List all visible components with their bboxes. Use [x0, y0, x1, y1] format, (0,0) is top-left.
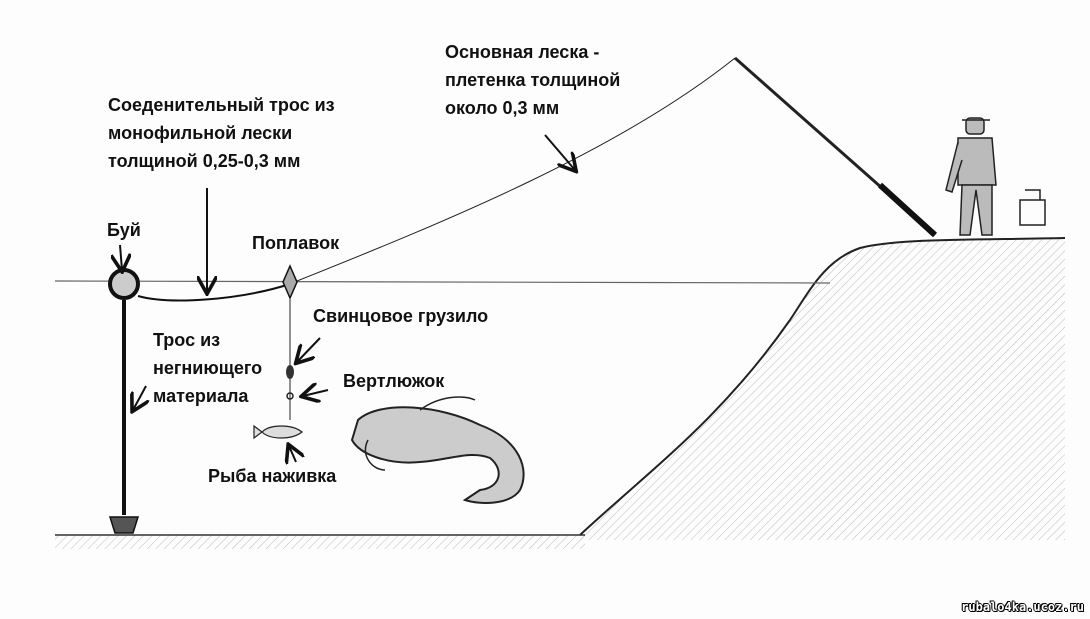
label-line: негниющего — [153, 358, 263, 378]
fisherman — [945, 117, 1046, 236]
leader-line — [137, 283, 291, 302]
label-line: толщиной 0,25-0,3 мм — [108, 151, 301, 171]
buoy-label: Буй — [107, 220, 141, 240]
swivel — [286, 392, 294, 400]
watermark: rubalo4ka.ucoz.ru — [961, 600, 1084, 614]
lake-bottom — [55, 535, 585, 549]
label-line: Основная леска - — [445, 42, 600, 62]
water-surface — [54, 280, 831, 284]
rope-label: Трос из негниющего материала — [153, 326, 262, 410]
label-line: Трос из — [153, 330, 221, 350]
leader-line-label: Соеденительный трос из монофильной лески… — [108, 91, 335, 175]
label-line: Соеденительный трос из — [108, 95, 335, 115]
label-line: около 0,3 мм — [445, 98, 560, 118]
label-line: плетенка толщиной — [445, 70, 621, 90]
main-line — [291, 57, 736, 284]
float-label: Поплавок — [252, 233, 340, 253]
buoy — [108, 268, 140, 300]
shore-outline — [579, 237, 1066, 536]
label-line: материала — [153, 386, 249, 406]
catfish — [350, 406, 525, 504]
sinker-label: Свинцовое грузило — [313, 306, 489, 326]
pointer-arrows — [120, 134, 575, 462]
label-line: монофильной лески — [108, 123, 293, 143]
sinker — [286, 365, 294, 379]
float — [282, 264, 298, 300]
swivel-label: Вертлюжок — [343, 371, 445, 391]
bait-fish — [253, 424, 303, 440]
main-line-label: Основная леска - плетенка толщиной около… — [445, 38, 620, 122]
bait-label: Рыба наживка — [208, 466, 337, 486]
anchor — [108, 516, 140, 534]
shore — [580, 238, 1065, 540]
